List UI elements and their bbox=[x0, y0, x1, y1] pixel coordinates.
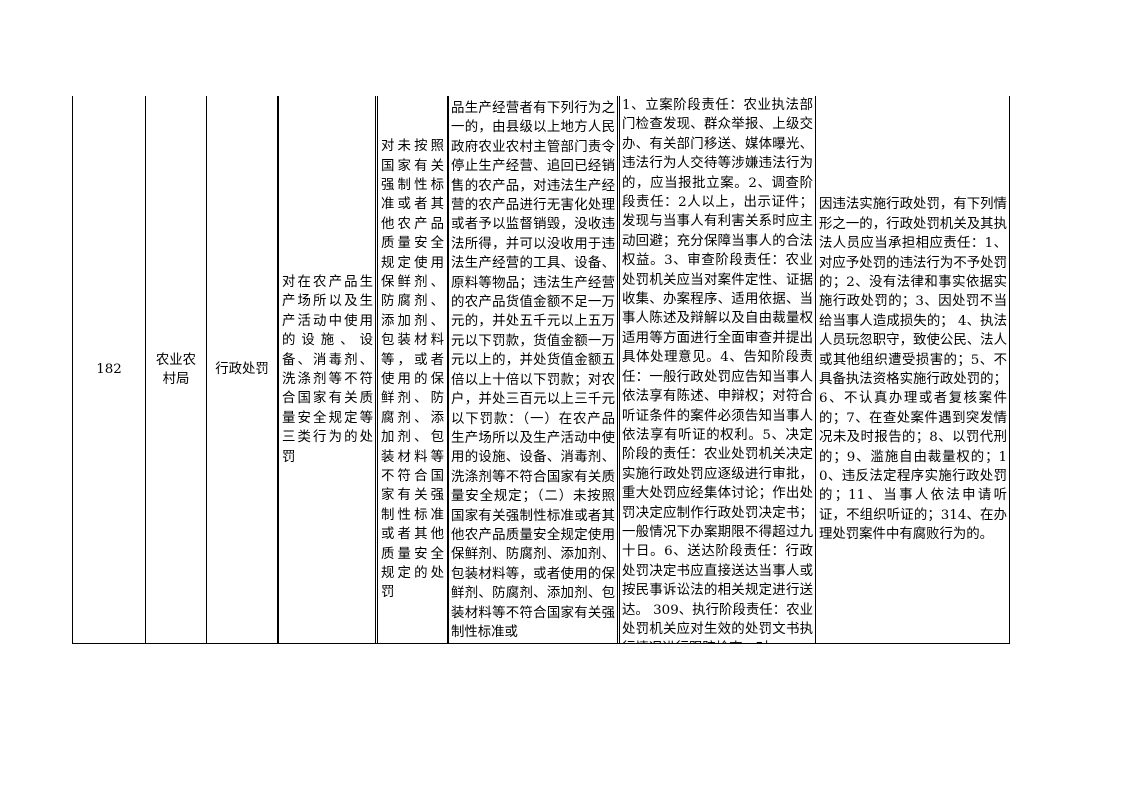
cell-department: 农业农村局 bbox=[146, 96, 206, 644]
cell-row-number: 182 bbox=[73, 96, 145, 644]
col-border-4 bbox=[375, 96, 376, 644]
col-border-6b bbox=[619, 96, 620, 644]
department-name: 农业农村局 bbox=[155, 352, 197, 387]
cell-item-name: 对在农产品生产场所以及生产活动中使用的设施、设备、消毒剂、洗涤剂等不符合国家有关… bbox=[279, 96, 375, 644]
cell-accountability: 因违法实施行政处罚，有下列情形之一的，行政处罚机关及其执法人员应当承担相应责任：… bbox=[816, 96, 1009, 644]
sub-item-name: 对未按照国家有关强制性标准或者其他农产品质量安全规定使用保鲜剂、防腐剂、添加剂、… bbox=[381, 139, 444, 601]
row-bottom-border bbox=[72, 643, 1010, 644]
item-category: 行政处罚 bbox=[215, 362, 269, 378]
item-name: 对在农产品生产场所以及生产活动中使用的设施、设备、消毒剂、洗涤剂等不符合国家有关… bbox=[282, 274, 373, 465]
cell-responsibility: 1、立案阶段责任：农业执法部门检查发现、群众举报、上级交办、有关部门移送、媒体曝… bbox=[620, 96, 815, 644]
legal-basis-clipped-line: ........... bbox=[451, 96, 615, 99]
accountability-text: 因违法实施行政处罚，有下列情形之一的，行政处罚机关及其执法人员应当承担相应责任：… bbox=[819, 197, 1007, 543]
col-border-7 bbox=[815, 96, 816, 644]
col-border-1 bbox=[145, 96, 146, 644]
cell-category: 行政处罚 bbox=[207, 96, 277, 644]
col-border-5 bbox=[447, 96, 449, 644]
col-border-2 bbox=[206, 96, 207, 644]
legal-basis-text: 品生产经营者有下列行为之一的，由县级以上地方人民政府农业农村主管部门责令停止生产… bbox=[451, 101, 615, 640]
responsibility-text: 1、立案阶段责任：农业执法部门检查发现、群众举报、上级交办、有关部门移送、媒体曝… bbox=[622, 98, 813, 644]
col-border-8 bbox=[1009, 96, 1010, 644]
cell-sub-item: 对未按照国家有关强制性标准或者其他农产品质量安全规定使用保鲜剂、防腐剂、添加剂、… bbox=[378, 96, 447, 644]
col-border-3 bbox=[277, 96, 279, 644]
cell-legal-basis: ........... 品生产经营者有下列行为之一的，由县级以上地方人民政府农业… bbox=[449, 96, 617, 644]
col-border-0 bbox=[72, 96, 73, 644]
col-border-6 bbox=[617, 96, 618, 644]
row-number: 182 bbox=[96, 362, 122, 378]
col-border-4b bbox=[377, 96, 378, 644]
